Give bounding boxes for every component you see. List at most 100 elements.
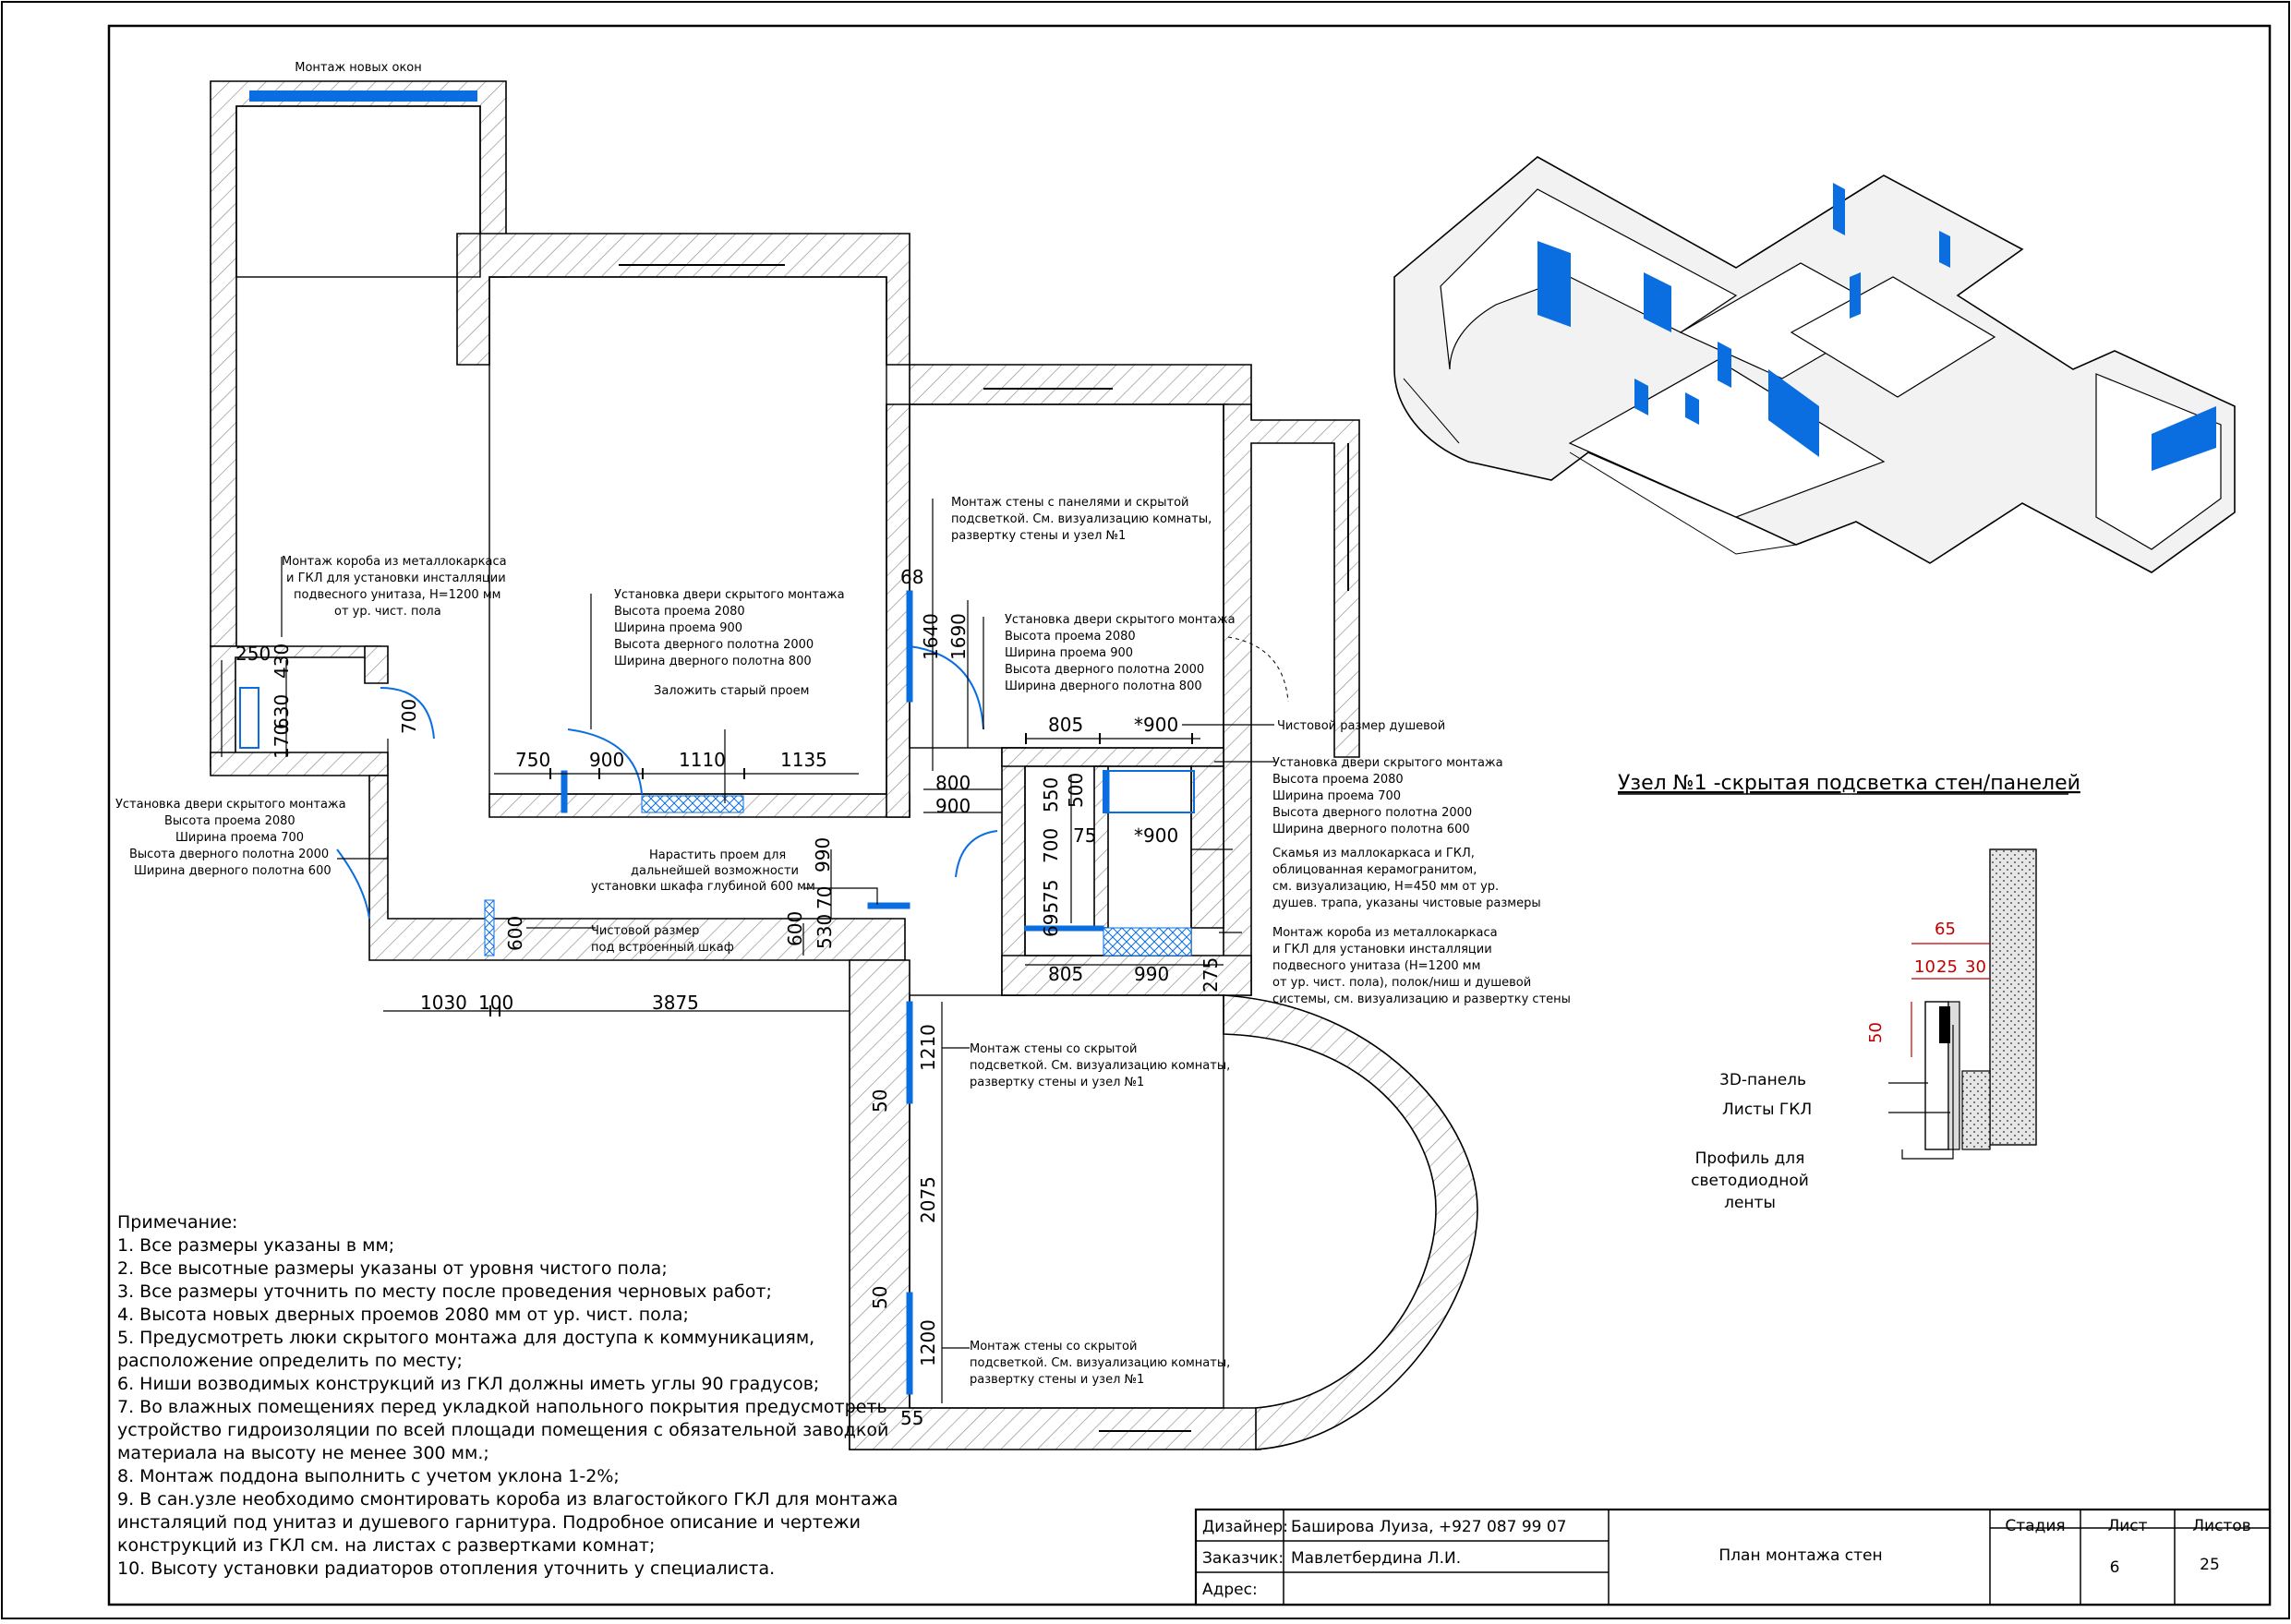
ann-line: облицованная керамогранитом, [1272,863,1477,877]
dim-100: 100 [478,992,513,1014]
dim-170: 170 [271,724,293,759]
ann-line: Высота дверного полотна 2000 [614,638,814,652]
ann-line: Ширина проема 700 [175,831,304,845]
note-line: 4. Высота новых дверных проемов 2080 мм … [117,1305,689,1325]
ann-line: Нарастить проем для [649,848,786,862]
dim-700a: 700 [398,699,420,734]
ann-line: развертку стены и узел №1 [951,529,1126,543]
annotation-door-left: Установка двери скрытого монтажа Высота … [115,798,346,878]
detail-dim-30: 30 [1965,957,1986,977]
dim-50a: 50 [869,1089,891,1113]
dim-1200: 1200 [917,1319,939,1366]
iso-door-1 [1833,183,1845,235]
dim-900s2: *900 [1134,824,1178,847]
dim-550: 550 [1040,777,1062,812]
ann-line: Ширина дверного полотна 800 [614,655,812,668]
iso-door-2 [1850,272,1861,319]
annotation-box-bath: Монтаж короба из металлокаркаса и ГКЛ дл… [1272,926,1571,1006]
dim-250: 250 [235,643,271,665]
ann-line: Ширина проема 900 [614,621,742,635]
tb-sheet-title: План монтажа стен [1718,1546,1882,1565]
ann-line: душев. трапа, указаны чистовые размеры [1272,896,1541,910]
ann-line: Высота проема 2080 [1272,773,1404,787]
ann-line: см. визуализацию, H=450 мм от ур. [1272,880,1499,894]
dim-630: 630 [271,694,293,729]
detail-dim-50: 50 [1866,1022,1886,1043]
ann-line: подсветкой. См. визуализацию комнаты, [970,1356,1230,1370]
detail-title: Узел №1 -скрытая подсветка стен/панелей [1618,772,2080,795]
detail-gkl [1947,1001,1960,1150]
dim-800: 800 [935,772,971,794]
note-line: 10. Высоту установки радиаторов отоплени… [117,1558,775,1579]
dimension-lines [221,591,1224,1403]
annotation-door-right: Установка двери скрытого монтажа Высота … [1005,613,1236,693]
dimension-numbers: 750 900 1110 1135 250 430 630 170 700 68… [235,566,1222,1429]
dim-1210: 1210 [917,1024,939,1071]
wall-wc-right [364,645,389,684]
tb-designer: Баширова Луиза, +927 087 99 07 [1291,1518,1567,1536]
room-balcony-top [235,105,481,278]
door-swing-bath [955,830,998,878]
ann-line: Ширина дверного полотна 600 [1272,823,1470,836]
box-strip-bath [1024,925,1104,932]
note-line: 5. Предусмотреть люки скрытого монтажа д… [117,1328,814,1348]
detail-panel-label: 3D-панель [1719,1071,1806,1089]
detail-red-dims [1911,943,1990,1057]
ann-line: и ГКЛ для установки инсталляции [286,571,506,585]
ann-line: подвесного унитаза, H=1200 мм [294,588,500,602]
door-swing-kitchen [909,645,984,730]
ann-line: Установка двери скрытого монтажа [1272,756,1503,770]
ann-line: Установка двери скрытого монтажа [1005,613,1236,627]
annotation-door-bath: Установка двери скрытого монтажа Высота … [1272,756,1503,836]
tb-client-label: Заказчик: [1202,1549,1284,1568]
dim-75b: 75 [1040,880,1062,903]
dim-275: 275 [1200,957,1222,992]
note-line: 9. В сан.узле необходимо смонтировать ко… [117,1489,898,1510]
note-line: устройство гидроизоляции по всей площади… [117,1420,888,1440]
ann-line: Высота дверного полотна 2000 [1005,663,1204,677]
dim-900s: *900 [1134,714,1178,736]
tb-client: Мавлетбердина Л.И. [1291,1549,1461,1568]
dim-50b: 50 [869,1286,891,1309]
dim-700b: 700 [1040,828,1062,863]
detail-insulation [1961,1070,1991,1150]
dim-68: 68 [900,566,923,588]
note-line: 8. Монтаж поддона выполнить с учетом укл… [117,1466,620,1486]
room-kitchen [909,403,1224,749]
annotation-wall-light-1: Монтаж стены со скрытой подсветкой. См. … [970,1042,1230,1089]
door-swing-wc [380,687,435,740]
ann-line: Монтаж стены с панелями и скрытой [951,496,1189,510]
ann-line: и ГКЛ для установки инсталляции [1272,943,1492,956]
dim-900b: 900 [935,795,971,817]
wall-top-middle [456,233,910,366]
dim-75a: 75 [1073,824,1096,847]
dim-750: 750 [515,749,550,771]
ann-line: Монтаж короба из металлокаркаса [1272,926,1498,940]
dim-805a: 805 [1048,714,1083,736]
annotation-wall-light-2: Монтаж стены со скрытой подсветкой. См. … [970,1340,1230,1387]
annotation-door-center: Установка двери скрытого монтажа Высота … [614,588,845,668]
dim-695: 695 [1040,902,1062,937]
ann-line: Высота проема 2080 [164,814,295,828]
detail-dim-10: 10 [1914,957,1935,977]
tb-sheet: 6 [2110,1558,2120,1577]
iso-blue-elements [1537,183,2216,471]
iso-facade-lines [1403,378,2152,573]
ann-line: Установка двери скрытого монтажа [614,588,845,602]
dim-1690: 1690 [947,613,970,660]
room-bedroom [488,276,887,795]
sheet-frame [107,24,2272,1606]
dim-3875: 3875 [652,992,699,1014]
dim-990a: 990 [1134,963,1169,985]
wall-light-1 [906,1001,913,1104]
window-frame-new [249,90,477,102]
annotation-wardrobe: Чистовой размер под встроенный шкаф [591,924,734,955]
iso-door-3 [1939,231,1950,268]
dim-430: 430 [271,644,293,679]
label-windows: Монтаж новых окон [295,61,422,75]
dim-600a: 600 [504,916,526,951]
note-line: инсталяций под унитаз и душевого гарниту… [117,1512,861,1533]
annotation-close-opening: Заложить старый проем [654,684,809,698]
